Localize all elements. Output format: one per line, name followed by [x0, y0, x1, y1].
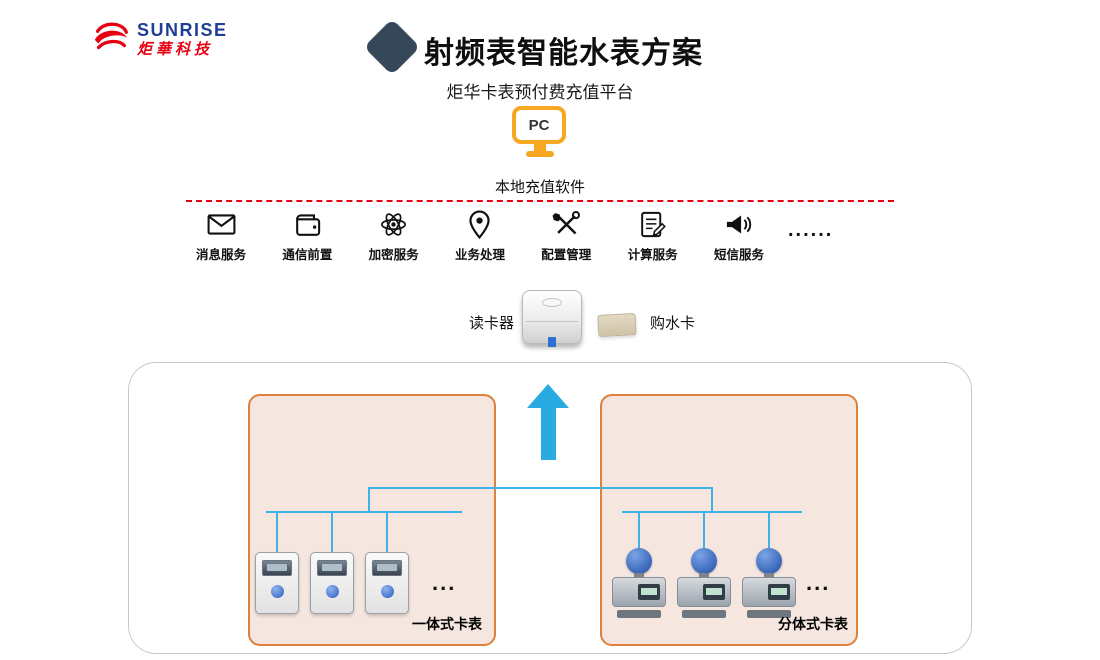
service-label: 配置管理 [541, 248, 592, 262]
arrow-head [527, 384, 569, 408]
meter-valve-ball [626, 548, 652, 574]
service-label: 通信前置 [282, 248, 333, 262]
meter-base [682, 610, 726, 618]
service-comm-front: 通信前置 [266, 209, 348, 263]
integrated-meter-icon [255, 552, 299, 614]
integrated-meter-icon [365, 552, 409, 614]
bus-drop-right [711, 487, 713, 513]
pc-monitor-neck [534, 144, 546, 151]
logo-company-text: 炬華科技 [137, 41, 214, 59]
water-card-icon [597, 313, 637, 337]
report-icon [637, 209, 668, 240]
sunrise-logo: SUNRISE 炬華科技 [90, 16, 228, 63]
meter-body [612, 577, 666, 607]
up-arrow-icon [527, 384, 569, 460]
card-reader-icon [522, 290, 582, 347]
meter-body [742, 577, 796, 607]
card-reader-logo [542, 298, 562, 307]
page-subtitle: 炬华卡表预付费充值平台 [446, 83, 634, 102]
sunrise-swoosh-icon [90, 16, 132, 63]
meter-drop-line [331, 511, 333, 553]
right-meters-ellipsis: ... [806, 570, 831, 595]
water-card-label: 购水卡 [650, 315, 696, 332]
meter-display [317, 560, 347, 576]
logo-brand-text: SUNRISE [137, 19, 228, 40]
meter-drop-line [703, 511, 705, 549]
service-label: 加密服务 [368, 248, 419, 262]
meter-drop-line [386, 511, 388, 553]
card-reader-usb-slot [548, 337, 556, 347]
diamond-icon [363, 18, 421, 76]
meter-neck [764, 573, 774, 577]
service-label: 消息服务 [195, 248, 246, 262]
right-bus-line [622, 511, 802, 513]
split-meter-group-label: 分体式卡表 [778, 616, 848, 632]
atom-icon [378, 209, 409, 240]
meter-body [677, 577, 731, 607]
service-sms: 短信服务 [698, 209, 780, 263]
split-meter-icon [742, 548, 796, 620]
local-recharge-software-label: 本地充值软件 [494, 179, 585, 196]
card-reader-line [526, 321, 578, 322]
meter-valve-ball [756, 548, 782, 574]
meter-valve-ball [691, 548, 717, 574]
service-label: 短信服务 [713, 248, 764, 262]
split-meter-icon [612, 548, 666, 620]
meter-base [617, 610, 661, 618]
split-meter-icon [677, 548, 731, 620]
location-pin-icon [464, 209, 495, 240]
service-business: 业务处理 [439, 209, 521, 263]
card-reader-label: 读卡器 [468, 315, 514, 332]
service-label: 计算服务 [627, 248, 678, 262]
envelope-icon [206, 209, 237, 240]
dashed-separator [186, 200, 894, 202]
pc-monitor-base [526, 151, 554, 157]
left-meters-ellipsis: ... [432, 570, 457, 595]
integrated-meter-icon [310, 552, 354, 614]
pc-monitor-icon: PC [512, 106, 568, 157]
meter-display [262, 560, 292, 576]
meter-display [372, 560, 402, 576]
megaphone-icon [723, 209, 754, 240]
meter-button [380, 585, 394, 598]
pc-label: PC [512, 106, 566, 144]
meter-drop-line [638, 511, 640, 549]
meter-base [747, 610, 791, 618]
services-ellipsis: ...... [788, 219, 834, 241]
service-message: 消息服务 [180, 209, 262, 263]
meter-neck [634, 573, 644, 577]
meter-drop-line [276, 511, 278, 553]
left-bus-line [266, 511, 462, 513]
service-encryption: 加密服务 [353, 209, 435, 263]
integrated-meter-group-label: 一体式卡表 [412, 616, 482, 632]
service-compute: 计算服务 [612, 209, 694, 263]
meter-button [270, 585, 284, 598]
services-row: 消息服务 通信前置 加密服务 [180, 209, 780, 263]
tools-icon [551, 209, 582, 240]
meter-neck [699, 573, 709, 577]
bus-drop-left [368, 487, 370, 513]
service-config: 配置管理 [525, 209, 607, 263]
meter-button [325, 585, 339, 598]
meter-drop-line [768, 511, 770, 549]
bus-link-line [368, 487, 713, 489]
page-title: 射频表智能水表方案 [424, 37, 703, 70]
service-label: 业务处理 [454, 248, 505, 262]
wallet-icon [292, 209, 323, 240]
arrow-shaft [540, 408, 556, 460]
